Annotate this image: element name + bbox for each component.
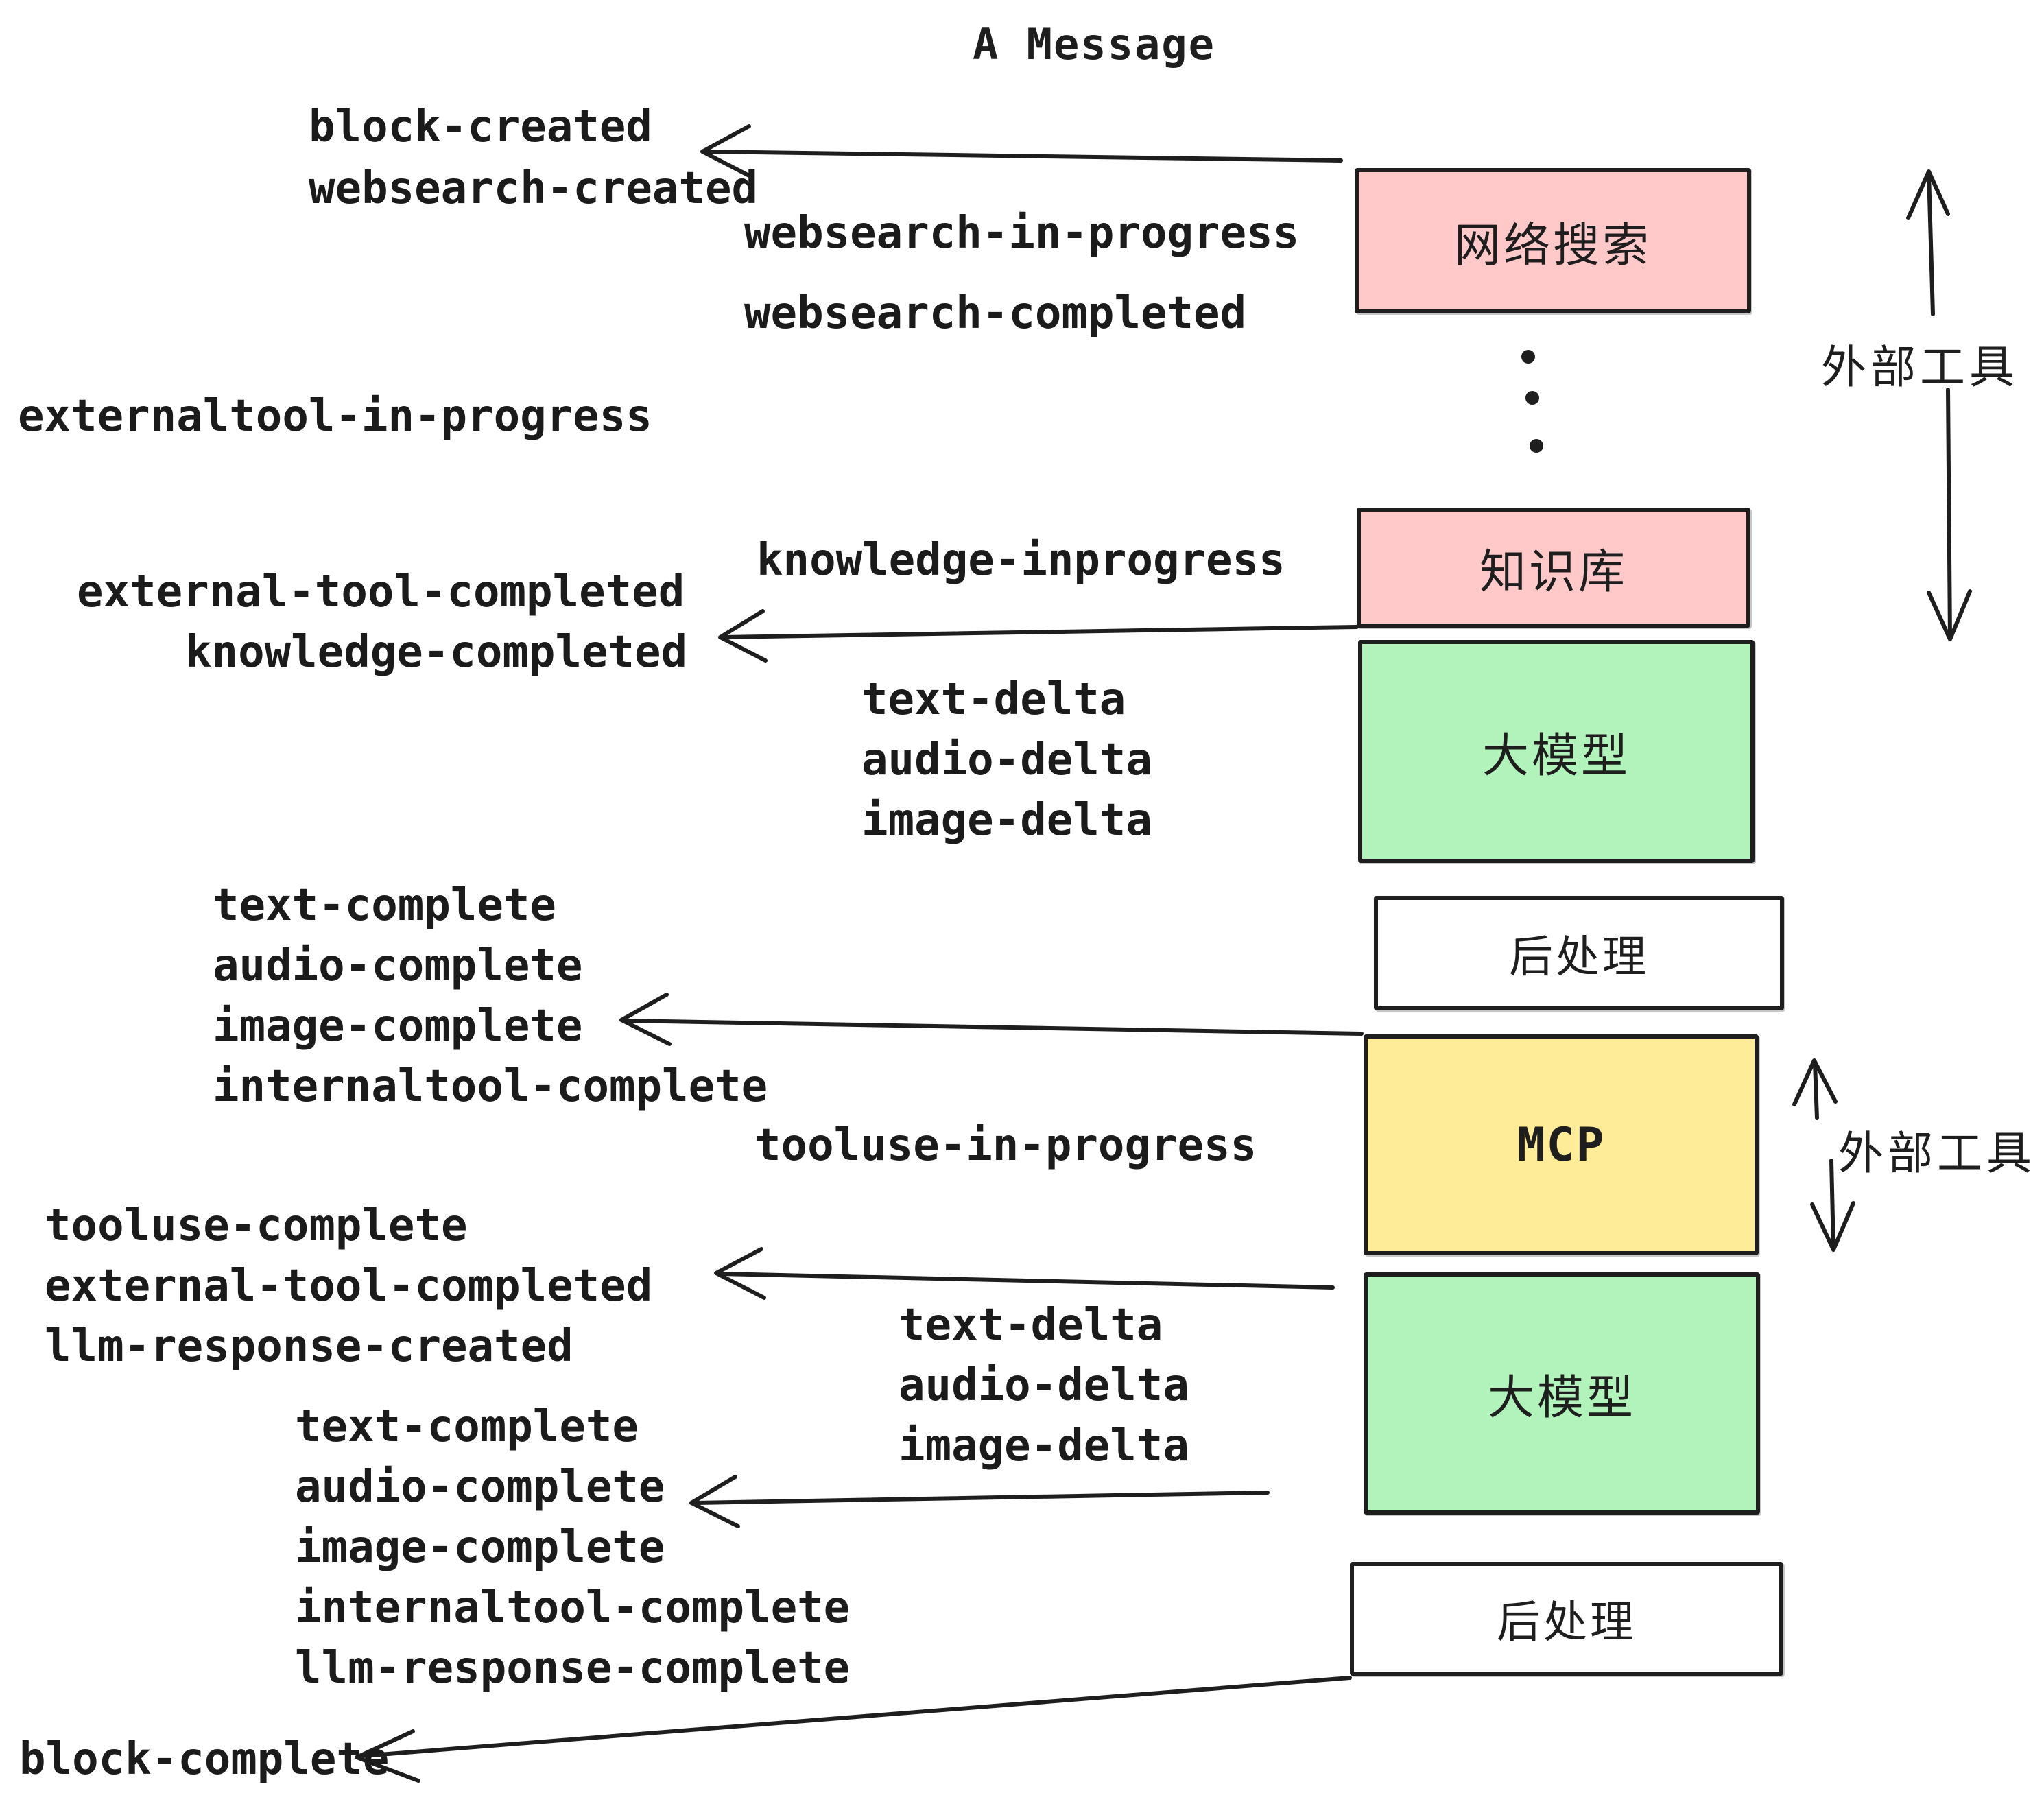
event-label-audio-complete-2: audio-complete: [295, 1462, 665, 1512]
event-label-llm-response-complete: llm-response-complete: [295, 1643, 851, 1694]
event-label-image-delta-1: image-delta: [861, 795, 1152, 846]
double-arrow-external-tools-mid: [1792, 1058, 1855, 1252]
box-llm-1-label: 大模型: [1482, 730, 1630, 782]
event-label-text-delta-1: text-delta: [861, 674, 1126, 725]
event-label-websearch-in-progress: websearch-in-progress: [744, 208, 1300, 259]
side-label-external-tools-top: 外部工具: [1821, 342, 2019, 392]
event-label-audio-delta-2: audio-delta: [899, 1360, 1189, 1411]
arrow-left-block-complete: [355, 1676, 1352, 1783]
ellipsis-dots-icon: [1521, 350, 1543, 453]
event-label-audio-complete-1: audio-complete: [213, 940, 583, 991]
box-knowledge: 知识库: [1357, 508, 1750, 628]
event-label-audio-delta-1: audio-delta: [861, 735, 1152, 785]
event-label-text-delta-2: text-delta: [899, 1300, 1163, 1351]
arrow-left-internal-complete: [619, 993, 1364, 1046]
arrow-left-llm2-complete: [689, 1475, 1270, 1528]
event-label-websearch-created: websearch-created: [309, 163, 759, 214]
box-postprocess-2: 后处理: [1350, 1562, 1783, 1676]
box-llm-2-label: 大模型: [1487, 1372, 1636, 1424]
event-label-text-complete-2: text-complete: [295, 1401, 639, 1452]
event-label-block-created: block-created: [309, 102, 652, 152]
side-label-external-tools-mid: 外部工具: [1838, 1128, 2036, 1178]
double-arrow-external-tools-top: [1906, 169, 1972, 641]
box-postprocess-1: 后处理: [1374, 896, 1784, 1010]
event-label-internaltool-complete-1: internaltool-complete: [213, 1061, 768, 1112]
event-label-tooluse-complete: tooluse-complete: [45, 1200, 468, 1251]
event-label-image-complete-2: image-complete: [295, 1522, 665, 1573]
box-mcp-label: MCP: [1517, 1117, 1606, 1172]
event-label-external-tool-completed-2: external-tool-completed: [45, 1261, 653, 1312]
diagram-title: A Message: [973, 19, 1215, 69]
box-websearch-label: 网络搜索: [1453, 219, 1652, 272]
box-postprocess-2-label: 后处理: [1497, 1598, 1637, 1647]
arrow-left-knowledge-completed: [718, 609, 1359, 663]
event-label-websearch-completed: websearch-completed: [744, 288, 1247, 339]
box-websearch: 网络搜索: [1355, 168, 1751, 313]
event-label-block-complete: block-complete: [19, 1734, 390, 1785]
event-label-text-complete-1: text-complete: [213, 880, 556, 931]
event-label-image-complete-1: image-complete: [213, 1001, 583, 1052]
arrow-left-tooluse-complete: [714, 1247, 1335, 1300]
event-label-llm-response-created: llm-response-created: [45, 1321, 573, 1372]
box-postprocess-1-label: 后处理: [1509, 931, 1649, 982]
box-mcp: MCP: [1364, 1034, 1759, 1255]
box-llm-2: 大模型: [1364, 1272, 1760, 1515]
event-label-internaltool-complete-2: internaltool-complete: [295, 1582, 851, 1633]
event-label-external-tool-completed: external-tool-completed: [77, 567, 685, 617]
event-label-image-delta-2: image-delta: [899, 1421, 1189, 1471]
event-label-knowledge-completed: knowledge-completed: [185, 627, 688, 678]
event-label-tooluse-in-progress: tooluse-in-progress: [754, 1120, 1257, 1171]
event-label-externaltool-in-progress: externaltool-in-progress: [18, 391, 652, 442]
box-llm-1: 大模型: [1358, 640, 1755, 863]
arrow-left-websearch-created: [700, 124, 1343, 179]
box-knowledge-label: 知识库: [1479, 546, 1628, 598]
event-label-knowledge-inprogress: knowledge-inprogress: [757, 535, 1285, 586]
